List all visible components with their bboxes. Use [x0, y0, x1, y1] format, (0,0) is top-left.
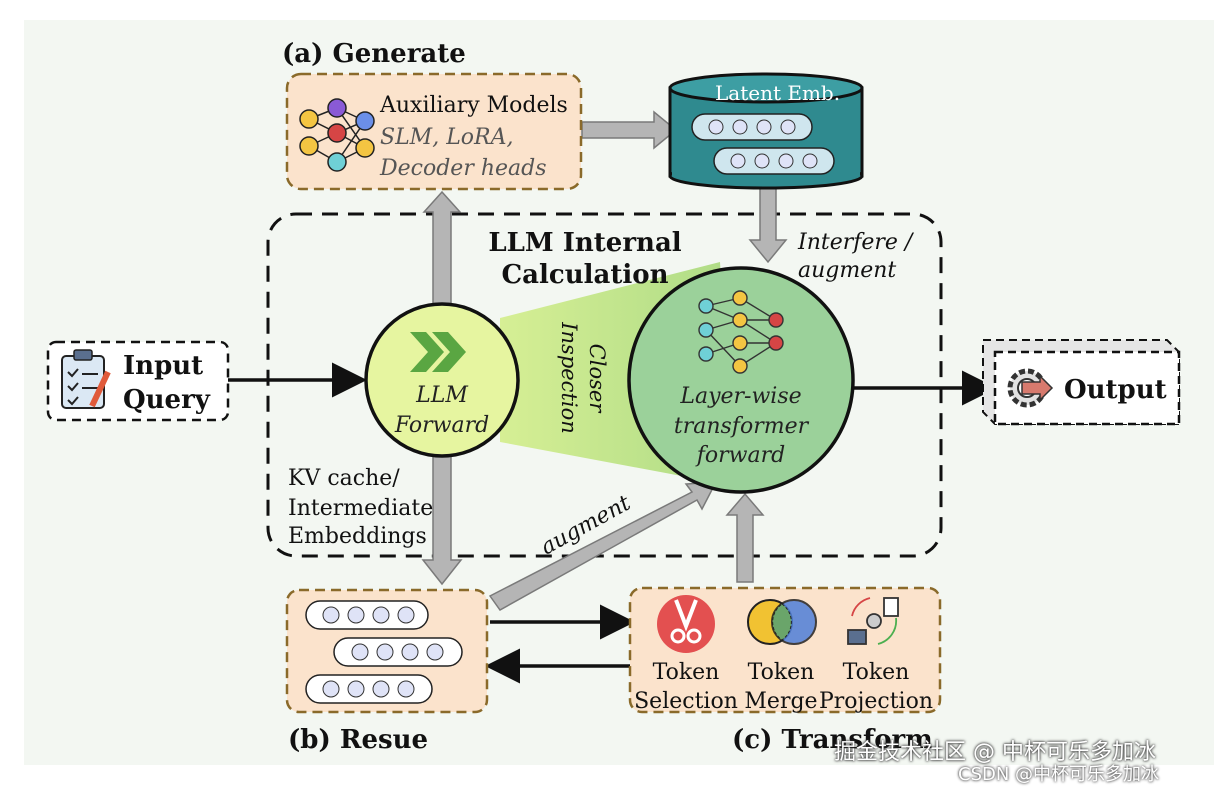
kv-cache-line1: KV cache/: [288, 466, 400, 491]
neural-network-icon: [299, 98, 375, 172]
clipboard-icon: [61, 349, 111, 409]
arrow-forward-to-reuse: [421, 454, 463, 586]
arrow-transform-to-layerwise: [725, 492, 765, 583]
latent-embedding-cylinder: [668, 72, 864, 190]
input-query-line1: Input: [123, 351, 203, 381]
token-selection-line1: Token: [653, 660, 720, 685]
llm-forward-circle: [364, 302, 520, 458]
arrow-aux-to-latent: [581, 110, 678, 150]
auxiliary-models-box: [285, 72, 583, 191]
aux-models-line1: SLM, LoRA,: [380, 125, 514, 150]
closer-inspection-line1: Closer: [585, 344, 609, 415]
aux-models-line2: Decoder heads: [379, 156, 547, 181]
llm-forward-line2: Forward: [394, 413, 489, 438]
token-selection-line2: Selection: [634, 689, 738, 714]
arrow-forward-to-generate: [422, 190, 462, 306]
latent-emb-label: Latent Emb.: [715, 81, 840, 105]
merge-circles-icon: [747, 599, 817, 645]
layer-network-icon: [698, 290, 784, 374]
forward-chevrons-icon: [410, 332, 466, 372]
kv-cache-line2: Intermediate: [288, 496, 433, 521]
interfere-label-line1: Interfere /: [797, 230, 915, 255]
section-reuse-label: (b) Resue: [288, 725, 428, 755]
interfere-label-line2: augment: [798, 258, 896, 283]
layerwise-transformer-circle: [627, 266, 855, 494]
llm-internal-title-line1: LLM Internal: [488, 228, 681, 258]
watermark-line1: 掘金技术社区 @ 中杯可乐多加冰: [834, 740, 1156, 765]
token-projection-line1: Token: [843, 660, 910, 685]
token-merge-line1: Token: [748, 660, 815, 685]
layerwise-line2: transformer: [674, 414, 810, 439]
arrow-latent-to-layerwise: [748, 187, 788, 264]
scissors-icon: [657, 595, 715, 653]
projection-icon: [847, 597, 899, 645]
gray-arrows: [421, 110, 788, 611]
gear-icon: [1007, 368, 1054, 408]
closer-inspection-line2: Inspection: [557, 321, 581, 434]
layerwise-line1: Layer-wise: [679, 384, 801, 409]
cached-embeddings-icon: [305, 600, 463, 704]
llm-internal-region: [266, 212, 943, 558]
llm-internal-title-line2: Calculation: [501, 260, 668, 290]
closer-inspection-label: Closer Inspection: [557, 321, 609, 434]
black-arrows: [228, 362, 997, 684]
token-projection-line2: Projection: [819, 689, 933, 714]
input-query-line2: Query: [123, 385, 211, 415]
section-generate-label: (a) Generate: [282, 39, 466, 69]
arrow-reuse-augment: [488, 481, 718, 611]
llm-forward-line1: LLM: [415, 383, 468, 408]
output-label: Output: [1064, 375, 1167, 405]
token-merge-line2: Merge: [744, 689, 817, 714]
aux-models-title: Auxiliary Models: [379, 93, 568, 118]
watermark-line2: CSDN @中杯可乐多加冰: [958, 764, 1160, 785]
kv-cache-line3: Embeddings: [288, 524, 427, 549]
layerwise-line3: forward: [695, 443, 785, 468]
section-transform-label: (c) Transform: [732, 725, 933, 755]
